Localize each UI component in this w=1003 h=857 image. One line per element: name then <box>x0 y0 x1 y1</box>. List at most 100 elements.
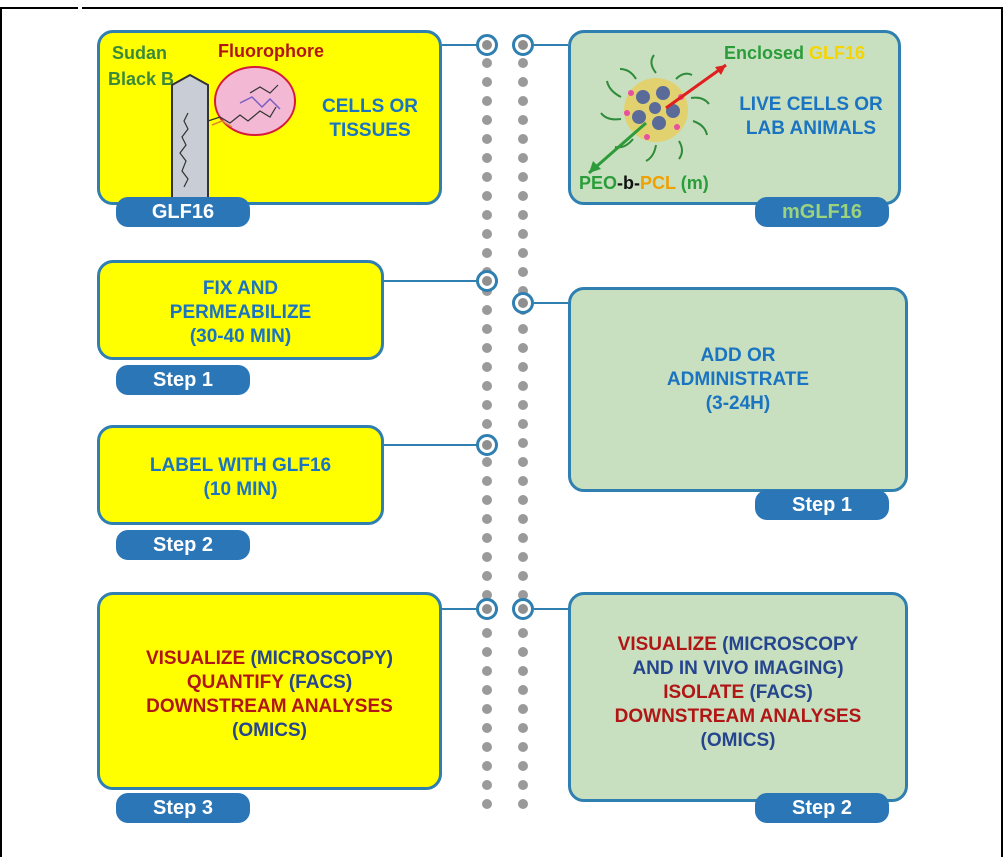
left-step1-tab: Step 1 <box>116 365 250 395</box>
timeline-dot <box>518 438 528 448</box>
timeline-dot <box>518 381 528 391</box>
m-text: (m) <box>680 173 709 193</box>
timeline-connector <box>476 434 498 456</box>
timeline-dot <box>518 191 528 201</box>
isolate-word: ISOLATE <box>663 682 745 703</box>
timeline-dot <box>482 229 492 239</box>
left-step2-line: LABEL WITH GLF16 <box>149 455 332 476</box>
timeline-dot <box>482 58 492 68</box>
timeline-dot <box>518 115 528 125</box>
timeline-dot <box>518 419 528 429</box>
frame-gap <box>78 5 82 11</box>
glf16-body-line: CELLS OR <box>321 96 419 117</box>
pcl-text: PCL <box>640 173 676 193</box>
timeline-dot <box>518 571 528 581</box>
timeline-dot <box>518 647 528 657</box>
timeline-dot <box>518 514 528 524</box>
dash-text: - <box>634 173 641 193</box>
timeline-dot <box>482 552 492 562</box>
timeline-connector <box>476 598 498 620</box>
timeline-dot <box>482 685 492 695</box>
timeline-dot <box>518 96 528 106</box>
mglf16-body-text: LIVE CELLS OR LAB ANIMALS <box>731 93 891 141</box>
right-step1-line: ADD OR <box>700 345 776 366</box>
right-step2-line: ISOLATE (FACS) <box>571 681 905 705</box>
timeline-dot <box>518 476 528 486</box>
timeline-dot <box>518 229 528 239</box>
timeline-connector <box>512 598 534 620</box>
isolate-detail: (FACS) <box>749 682 813 703</box>
connector-line <box>442 44 478 46</box>
timeline-dot <box>482 210 492 220</box>
timeline-dot <box>482 172 492 182</box>
left-step3-text: VISUALIZE (MICROSCOPY) QUANTIFY (FACS) D… <box>100 647 439 743</box>
timeline-dot <box>482 571 492 581</box>
timeline-dot <box>482 799 492 809</box>
right-step1-text: ADD OR ADMINISTRATE (3-24H) <box>571 344 905 416</box>
right-step2-line: VISUALIZE (MICROSCOPY <box>571 633 905 657</box>
timeline-dot <box>482 590 492 600</box>
timeline-dot <box>518 590 528 600</box>
timeline-dot <box>518 723 528 733</box>
left-step1-line: PERMEABILIZE <box>169 302 312 323</box>
timeline-dot <box>482 381 492 391</box>
omics-line: (OMICS) <box>700 730 776 751</box>
timeline-dot <box>518 400 528 410</box>
left-step3-line: QUANTIFY (FACS) <box>100 671 439 695</box>
timeline-dot <box>518 704 528 714</box>
right-step2-line: AND IN VIVO IMAGING) <box>632 658 844 679</box>
glf16-molecule-illustration <box>171 66 296 213</box>
timeline-dot <box>518 533 528 543</box>
left-step2-tab: Step 2 <box>116 530 250 560</box>
left-step1-line: (30-40 MIN) <box>189 326 292 347</box>
right-step1-line: ADMINISTRATE <box>666 369 810 390</box>
timeline-dot <box>482 533 492 543</box>
left-step2-line: (10 MIN) <box>203 479 278 500</box>
timeline-dot <box>482 77 492 87</box>
timeline-dot <box>518 153 528 163</box>
connector-line <box>534 302 568 304</box>
left-step1-text: FIX AND PERMEABILIZE (30-40 MIN) <box>100 277 381 349</box>
mglf16-body-line: LIVE CELLS OR <box>739 94 883 115</box>
visualize-word: VISUALIZE <box>617 634 717 655</box>
timeline-connector <box>512 34 534 56</box>
enclosed-label: Enclosed GLF16 <box>724 43 865 64</box>
timeline-dot <box>518 58 528 68</box>
timeline-dot <box>518 761 528 771</box>
timeline-dot <box>518 799 528 809</box>
mglf16-panel: Enclosed GLF16 LIVE CELLS OR LAB ANIMALS… <box>568 30 901 205</box>
timeline-connector <box>476 34 498 56</box>
timeline-dot <box>518 362 528 372</box>
peo-pcl-label: PEO-b-PCL (m) <box>579 173 709 194</box>
timeline-connector <box>512 292 534 314</box>
right-step2-text: VISUALIZE (MICROSCOPY AND IN VIVO IMAGIN… <box>571 633 905 753</box>
mglf16-body-line: LAB ANIMALS <box>745 118 877 139</box>
timeline-dot <box>518 685 528 695</box>
connector-line <box>442 608 478 610</box>
frame-top-border <box>0 7 1003 9</box>
left-step2-text: LABEL WITH GLF16 (10 MIN) <box>100 454 381 502</box>
timeline-dot <box>518 742 528 752</box>
black-b-label: Black B <box>108 69 175 89</box>
timeline-dot <box>518 267 528 277</box>
dash-text: - <box>617 173 624 193</box>
timeline-dot <box>482 628 492 638</box>
visualize-detail: (MICROSCOPY <box>722 634 859 655</box>
omics-line: (OMICS) <box>232 720 307 741</box>
timeline-dot <box>482 305 492 315</box>
glf16-panel: Sudan Black B Fluorophore CELLS OR TISSU… <box>97 30 442 213</box>
timeline-dot <box>482 514 492 524</box>
timeline-dot <box>482 96 492 106</box>
timeline-dot <box>482 343 492 353</box>
timeline-dot <box>518 172 528 182</box>
left-step1-line: FIX AND <box>202 278 279 299</box>
timeline-dot <box>482 400 492 410</box>
timeline-dot <box>518 134 528 144</box>
peo-text: PEO <box>579 173 618 193</box>
timeline-dot <box>518 457 528 467</box>
glf16-tab: GLF16 <box>116 197 250 227</box>
left-step3-line: VISUALIZE (MICROSCOPY) <box>100 647 439 671</box>
timeline-dot <box>518 666 528 676</box>
timeline-dot <box>482 115 492 125</box>
timeline-dot <box>482 362 492 372</box>
